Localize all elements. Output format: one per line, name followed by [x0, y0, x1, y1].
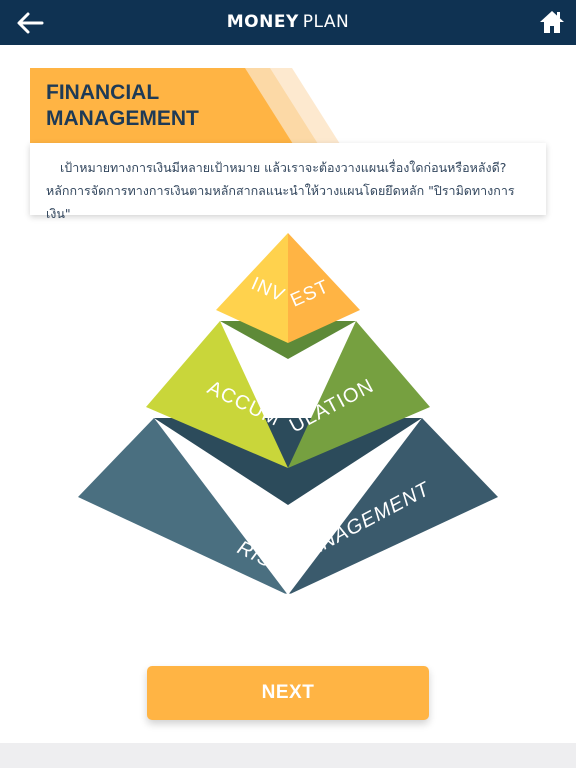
pyramid-tier-invest[interactable]: INV EST — [216, 233, 360, 343]
title-banner — [30, 68, 340, 144]
bottom-strip — [0, 743, 576, 768]
banner-title-line2: MANAGEMENT — [46, 107, 199, 130]
pyramid-tier-risk-management[interactable]: RISK MANAGEMENT — [78, 418, 498, 595]
banner-title-line1: FINANCIAL — [46, 81, 160, 104]
description-card: เป้าหมายทางการเงินมีหลายเป้าหมาย แล้วเรา… — [30, 143, 546, 221]
arrow-left-icon — [17, 12, 44, 34]
tap-hand-icon — [272, 593, 304, 641]
financial-pyramid: RISK MANAGEMENT ACCUM ULATION INV EST — [78, 233, 498, 641]
back-button[interactable] — [14, 9, 46, 37]
app-title-bold: MONEY — [226, 12, 299, 32]
app-title-light: PLAN — [302, 12, 350, 32]
home-icon — [540, 11, 564, 33]
next-button[interactable]: NEXT — [147, 666, 429, 720]
banner-title: FINANCIAL MANAGEMENT — [46, 80, 276, 132]
home-button[interactable] — [538, 9, 566, 35]
